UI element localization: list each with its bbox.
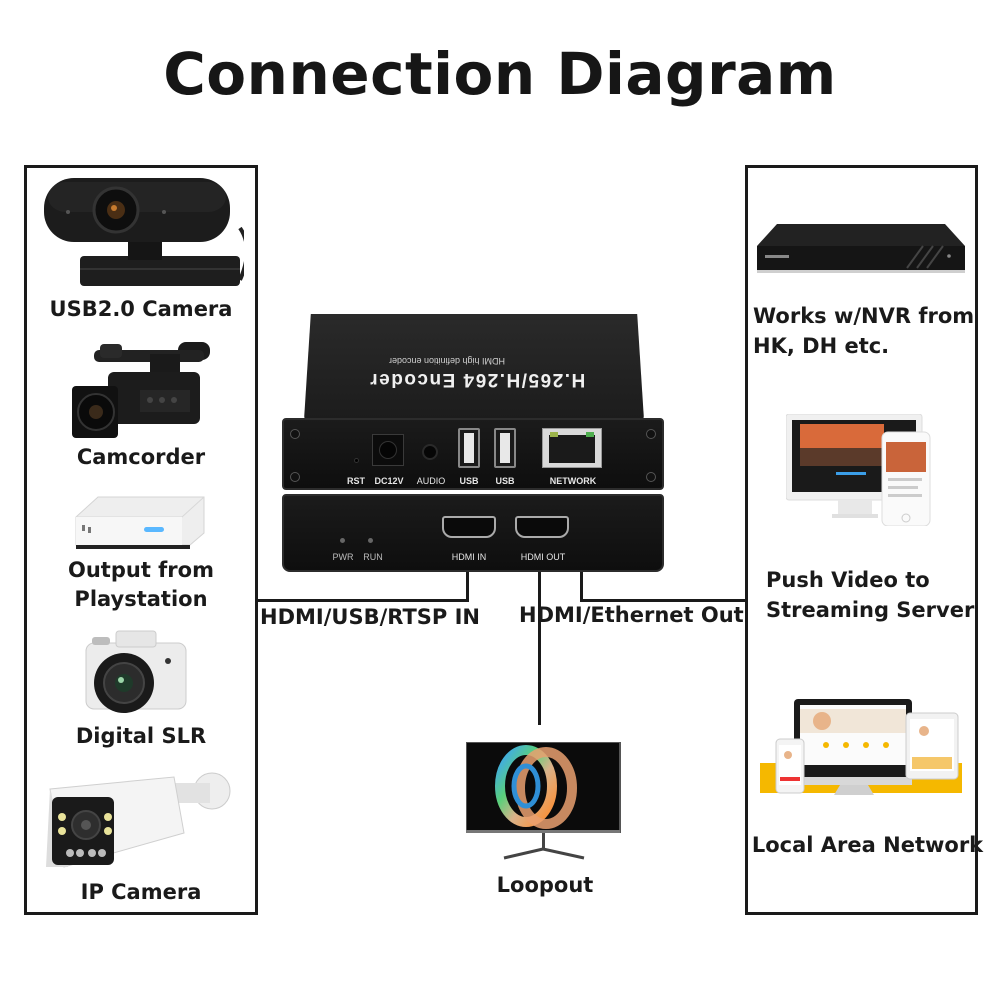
led-label-pwr: PWR [332,552,354,562]
screw-icon [646,472,656,482]
input-connector-vertical [466,570,469,602]
loopout-label: Loopout [496,873,594,897]
port-label-audio: AUDIO [416,476,446,486]
port-label-rst: RST [347,476,365,486]
ethernet-port [542,428,602,468]
pwr-led [340,538,345,543]
loopout-connector [538,570,541,725]
device-rear-panel: RST DC12V AUDIO USB USB NETWORK [282,418,664,490]
encoder-device: H.265/H.264 Encoder HDMI high definition… [282,314,664,572]
output-label-streaming-line2: Streaming Server [766,598,975,622]
port-label-hdmi-out: HDMI OUT [520,552,566,562]
device-front-panel: PWR RUN HDMI IN HDMI OUT [282,494,664,572]
screw-icon [646,429,656,439]
output-connector-horizontal [580,599,747,602]
input-connector-horizontal [256,599,469,602]
reset-hole[interactable] [354,458,359,463]
usb-port-1 [458,428,480,468]
svg-text:H.265/H.264 Encoder: H.265/H.264 Encoder [369,369,585,390]
port-label-network: NETWORK [549,476,597,486]
audio-jack [422,444,438,460]
svg-text:HDMI high definition encoder: HDMI high definition encoder [389,356,505,366]
input-label-console-line2: Playstation [74,587,208,611]
output-connector-label: HDMI/Ethernet Out [519,603,744,627]
usb-port-2 [494,428,516,468]
input-label-camcorder: Camcorder [76,445,206,469]
output-label-lan: Local Area Network [751,833,984,857]
input-label-usb-camera: USB2.0 Camera [49,297,233,321]
screw-icon [290,429,300,439]
port-label-usb1: USB [459,476,479,486]
port-label-dc: DC12V [374,476,404,486]
hdmi-in-port [442,516,496,538]
output-label-nvr-line2: HK, DH etc. [753,334,890,358]
input-label-console-line1: Output from [68,558,214,582]
dslr-camera-icon [85,630,187,713]
dc-power-jack [372,434,404,466]
camcorder-icon [72,342,210,438]
input-label-ip-camera: IP Camera [80,880,202,904]
device-top-surface [304,314,644,420]
port-label-hdmi-in: HDMI IN [451,552,487,562]
led-label-run: RUN [363,552,383,562]
streaming-devices-icon [786,414,931,526]
console-icon [75,496,205,549]
webcam-icon [44,178,244,286]
output-targets-panel [745,165,978,915]
diagram-title: Connection Diagram [163,40,837,108]
input-label-dslr: Digital SLR [75,724,207,748]
screw-icon [290,472,300,482]
lan-devices-icon [760,699,962,795]
monitor-icon [466,742,621,860]
output-label-nvr-line1: Works w/NVR from [753,304,975,328]
device-logo-text: H.265/H.264 Encoder HDMI high definition… [369,356,585,390]
output-connector-vertical [580,570,583,602]
port-label-usb2: USB [495,476,515,486]
hdmi-out-port [515,516,569,538]
input-connector-label: HDMI/USB/RTSP IN [260,605,481,629]
ip-camera-icon [46,772,231,868]
run-led [368,538,373,543]
nvr-icon [757,224,965,273]
output-label-streaming-line1: Push Video to [766,568,930,592]
